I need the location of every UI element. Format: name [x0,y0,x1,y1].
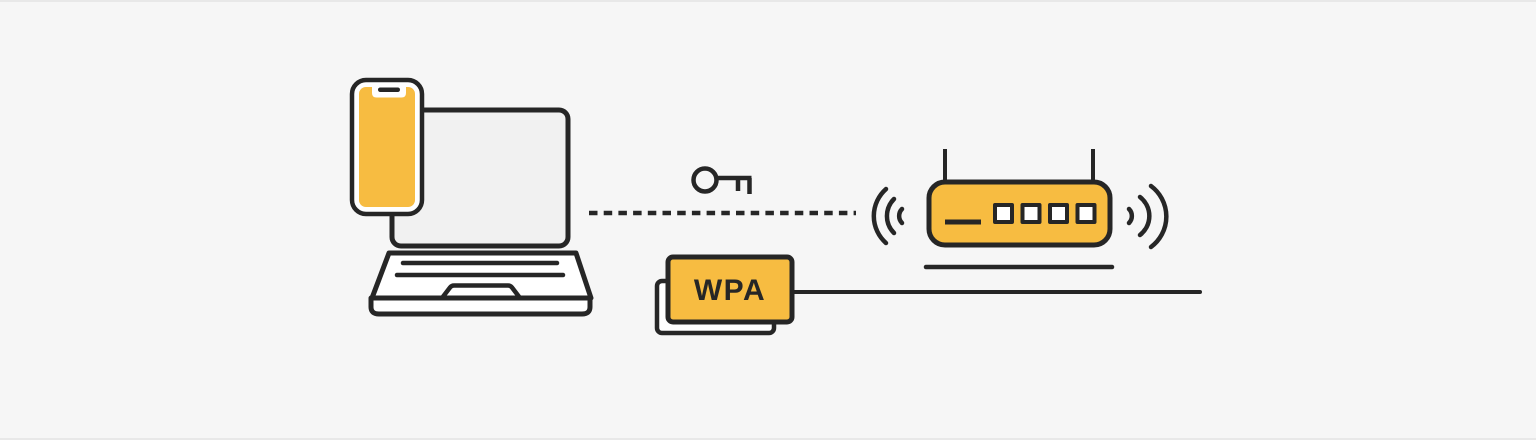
router-icon [923,149,1115,270]
wpa-front-card [665,254,795,325]
wifi-arc [1126,206,1135,226]
laptop-icon [368,107,594,317]
router-led [993,203,1014,224]
key-ring [691,166,719,194]
wifi-arc [1148,183,1169,250]
router-led [1048,203,1069,224]
wpa-badge: WPA [654,254,1202,336]
wifi-arc [871,186,889,246]
phone-screen [359,87,415,207]
phone-speaker [378,87,400,92]
key-shaft [716,175,752,194]
laptop-trackpad [439,283,523,301]
wifi-arc [1137,194,1152,238]
router-body [926,179,1113,248]
router-led [1075,203,1097,224]
laptop-bottom-bar [368,295,593,317]
wifi-signal-left-icon [871,186,905,246]
wifi-arc [896,206,905,226]
wifi-signal-right-icon [1126,183,1169,250]
router-led [1020,203,1042,224]
wifi-arc [884,196,897,236]
phone-icon [349,77,425,217]
wpa-label: WPA [694,274,766,307]
key-icon [691,166,752,194]
